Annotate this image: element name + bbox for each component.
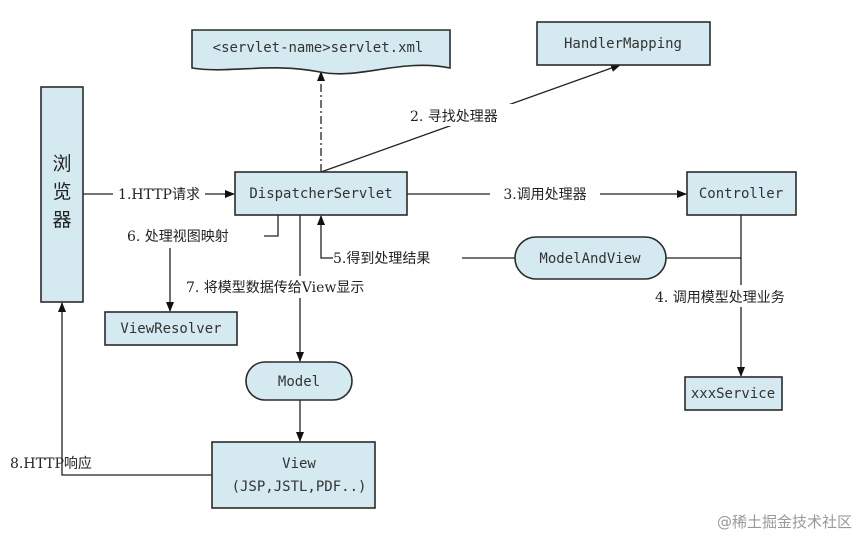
edge-label-step7: 7. 将模型数据传给View显示 [186,280,364,296]
edge-step6: 6. 处理视图映射 [127,215,279,312]
edge-label-step1: 1.HTTP请求 [118,187,200,203]
edge-label-step5: 5.得到处理结果 [333,250,430,267]
browser-label-1: 浏 [52,153,71,175]
servlet-xml-label: <servlet-name>servlet.xml [213,40,424,56]
node-browser: 浏 览 器 [40,86,84,303]
model-label: Model [278,374,320,390]
edge-step8: 8.HTTP响应 [10,302,212,476]
view-resolver-label: ViewResolver [120,321,221,337]
edge-step4: 4. 调用模型处理业务 [655,215,785,377]
browser-label-3: 器 [52,209,71,231]
watermark: @稀土掘金技术社区 [717,513,852,531]
node-dispatcher-servlet: DispatcherServlet [234,171,408,216]
controller-label: Controller [699,186,783,202]
edge-label-step3: 3.调用处理器 [503,187,586,203]
edge-step7: 7. 将模型数据传给View显示 [186,215,364,362]
node-view: View (JSP,JSTL,PDF..) [211,441,376,509]
view-types-label: (JSP,JSTL,PDF..) [232,479,367,495]
edge-step3: 3.调用处理器 [407,187,687,203]
dispatcher-label: DispatcherServlet [249,186,392,202]
node-controller: Controller [686,171,797,216]
model-and-view-label: ModelAndView [539,251,641,267]
edge-label-step8: 8.HTTP响应 [10,455,92,472]
browser-label-2: 览 [52,181,71,203]
node-view-resolver: ViewResolver [104,311,238,346]
edge-label-step4: 4. 调用模型处理业务 [655,290,785,306]
view-label: View [282,456,316,472]
node-servlet-xml: <servlet-name>servlet.xml [191,29,451,75]
edge-step5: 5.得到处理结果 [317,215,515,267]
edge-step1: 1.HTTP请求 [83,187,235,203]
node-model: Model [245,361,353,401]
node-model-and-view: ModelAndView [514,236,667,280]
node-handler-mapping: HandlerMapping [536,21,711,66]
edge-step2: 2. 寻找处理器 [320,64,621,173]
node-service: xxxService [684,376,783,411]
edge-label-step6: 6. 处理视图映射 [127,229,229,245]
handler-mapping-label: HandlerMapping [564,36,682,52]
service-label: xxxService [691,386,775,402]
edge-label-step2: 2. 寻找处理器 [410,109,498,125]
